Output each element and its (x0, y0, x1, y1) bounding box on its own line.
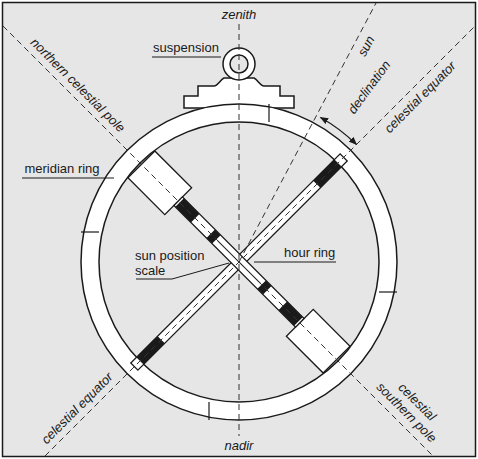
axis-label: celestial equator (36, 367, 118, 449)
part-label: hour ring (284, 245, 335, 260)
angle-label: declination (344, 58, 393, 117)
part-label: suspension (153, 40, 219, 55)
leader-lines (22, 57, 336, 279)
part-label: meridian ring (24, 161, 99, 176)
axis-label: celestial southern pole (364, 359, 460, 455)
part-label: sun position scale (135, 248, 225, 278)
axis-lines (3, 3, 475, 456)
axis-label: sun (353, 31, 379, 62)
axis-label: northern celestial pole (26, 33, 131, 138)
axis-label: zenith (219, 7, 260, 22)
frame (3, 3, 476, 457)
declination-arc (321, 117, 357, 144)
axis-label: nadir (222, 438, 257, 453)
